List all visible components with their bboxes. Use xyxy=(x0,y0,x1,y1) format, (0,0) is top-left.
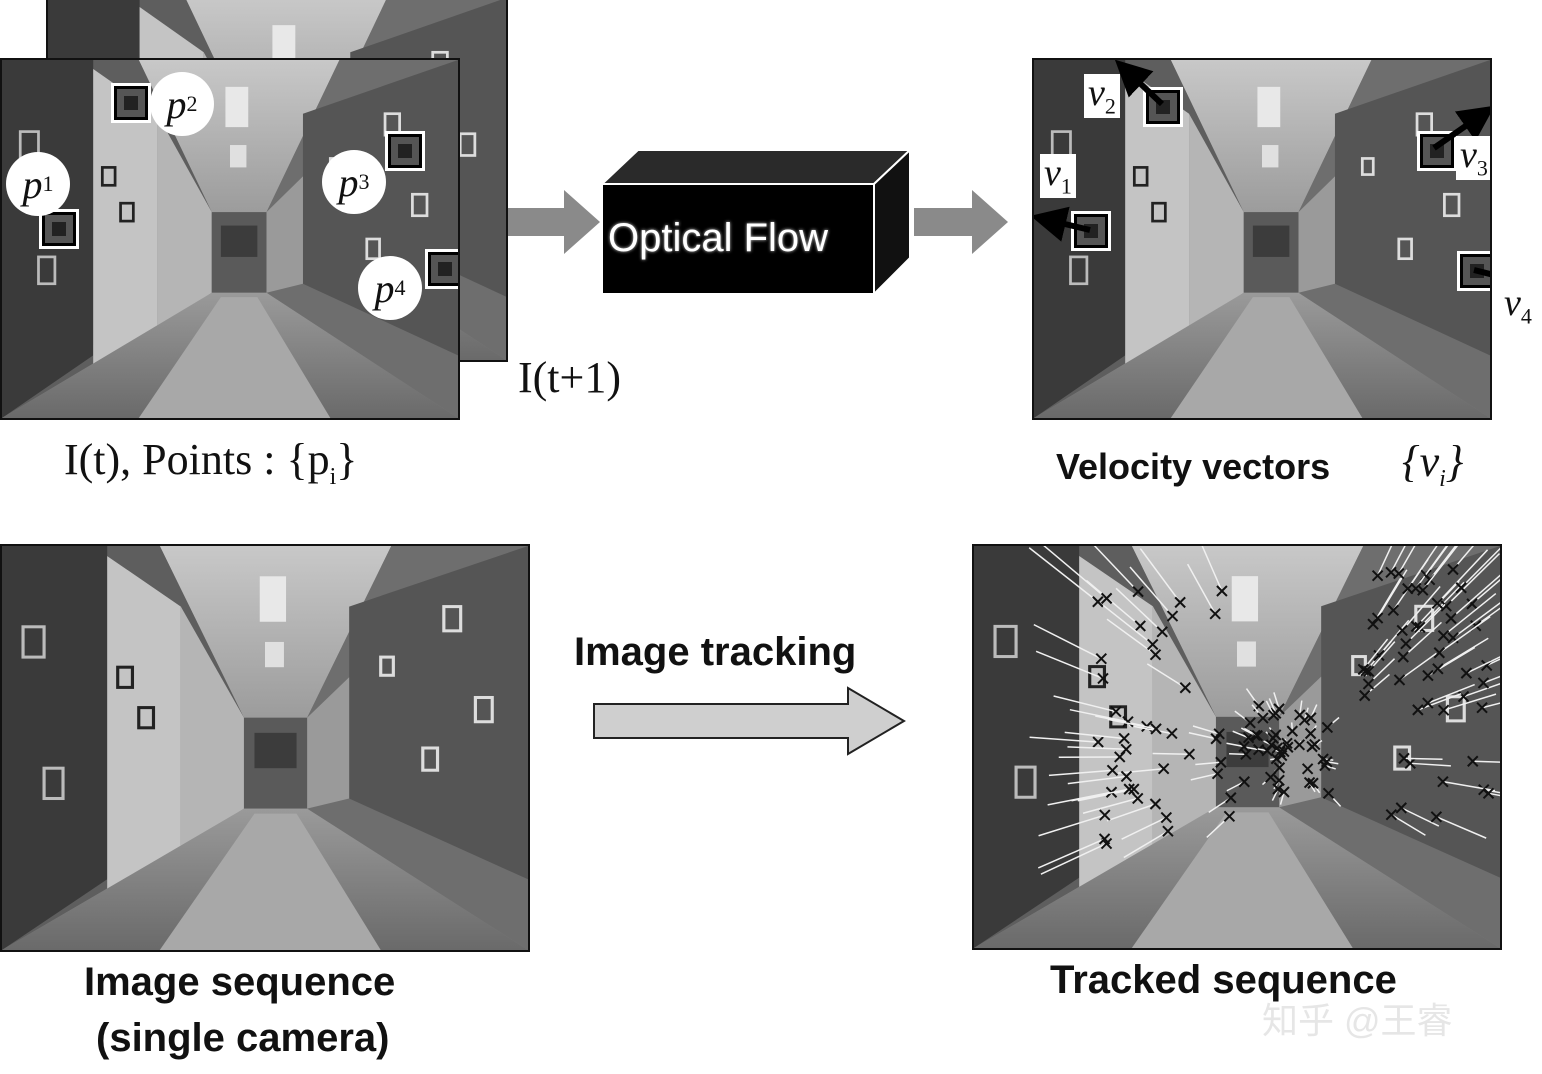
velocity-arrows xyxy=(1034,60,1490,278)
frame-t-caption: I(t), Points : {pi} xyxy=(64,435,358,490)
vector-marker-1 xyxy=(1071,211,1111,251)
velocity-caption: Velocity vectors xyxy=(1056,446,1331,487)
image-sequence-caption-line2: (single camera) xyxy=(96,1016,390,1060)
point-marker-3 xyxy=(385,131,425,171)
arrow-to-velocity xyxy=(914,190,1008,254)
frame-t1-caption: I(t+1) xyxy=(518,353,621,402)
tracked-feature-marks xyxy=(1028,546,1500,875)
image-tracking-label: Image tracking xyxy=(574,630,857,674)
image-tracking-arrow xyxy=(593,686,906,756)
watermark: 知乎 @王睿 xyxy=(1262,1000,1453,1041)
image-sequence-image xyxy=(0,544,530,952)
point-marker-2 xyxy=(111,83,151,123)
vector-label-3: v3 xyxy=(1456,136,1490,180)
optical-flow-label: Optical Flow xyxy=(608,216,829,260)
point-marker-1 xyxy=(39,209,79,249)
optical-flow-box xyxy=(599,147,913,297)
image-sequence-caption-line1: Image sequence xyxy=(84,960,396,1004)
tracked-sequence-image xyxy=(972,544,1502,950)
vector-marker-3 xyxy=(1417,131,1457,171)
tracked-sequence-caption: Tracked sequence xyxy=(1050,958,1397,1002)
vector-label-1: v1 xyxy=(1040,154,1076,198)
velocity-frame-image: v1 v2 v3 xyxy=(1032,58,1492,420)
point-marker-4 xyxy=(425,249,458,289)
velocity-set: {vi} xyxy=(1402,437,1464,492)
vector-label-4: v4 xyxy=(1500,284,1536,328)
vector-label-2: v2 xyxy=(1084,74,1120,118)
arrow-to-optical-flow xyxy=(508,190,600,254)
